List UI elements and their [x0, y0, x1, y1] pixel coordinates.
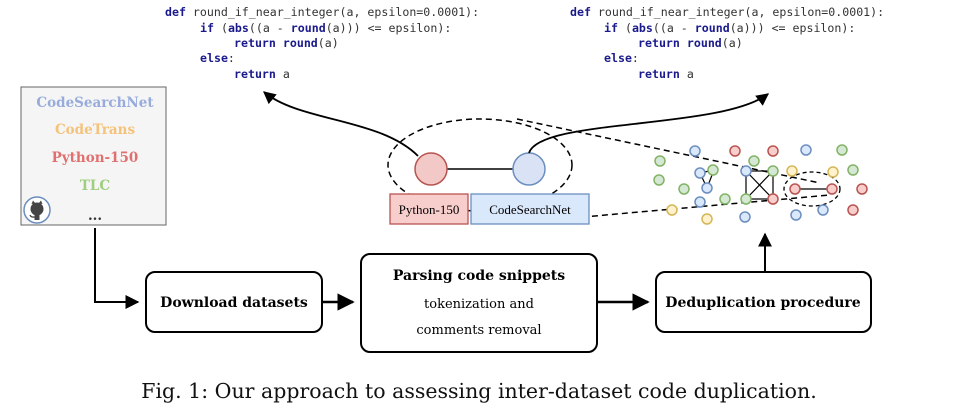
- step-dedup: Deduplication procedure: [655, 271, 872, 333]
- node-codesearchnet: [512, 152, 546, 186]
- code-left-line-5: return a: [234, 67, 290, 81]
- parsing-title: Parsing code snippets: [393, 268, 565, 284]
- code-right-line-1: def round_if_near_integer(a, epsilon=0.0…: [570, 5, 884, 19]
- step-parsing: Parsing code snippets tokenization and c…: [360, 253, 598, 353]
- graph-node: [678, 183, 690, 195]
- graph-node: [790, 209, 802, 221]
- graph-node: [800, 144, 812, 156]
- code-left-line-3: return round(a): [234, 36, 339, 50]
- tag-python-150: [389, 193, 469, 225]
- graph-node: [701, 182, 713, 194]
- graph-node: [729, 145, 741, 157]
- arrow-node-to-left-snippet: [263, 91, 419, 157]
- github-icon: [23, 196, 51, 224]
- dataset-more: ...: [88, 208, 102, 224]
- figure-caption: Fig. 1: Our approach to assessing inter-…: [141, 379, 816, 403]
- datasets-panel: CodeSearchNet CodeTrans Python-150 TLC .…: [20, 86, 167, 226]
- tag-codesearchnet: [470, 193, 590, 225]
- parsing-line-2: comments removal: [416, 323, 541, 338]
- graph-node: [701, 213, 713, 225]
- graph-node: [789, 183, 801, 195]
- similarity-graph: [653, 144, 868, 225]
- zoom-line-top: [516, 118, 821, 184]
- graph-node: [694, 167, 706, 179]
- graph-node: [767, 193, 779, 205]
- graph-node: [740, 193, 752, 205]
- graph-node: [856, 183, 868, 195]
- graph-edges: [699, 169, 832, 200]
- dataset-codetrans: CodeTrans: [55, 122, 136, 138]
- graph-node: [826, 183, 838, 195]
- graph-node: [666, 204, 678, 216]
- code-right-line-3: return round(a): [638, 36, 743, 50]
- code-snippet-left: def round_if_near_integer(a, epsilon=0.0…: [165, 5, 479, 81]
- tag-codesearchnet-label: CodeSearchNet: [489, 202, 571, 217]
- code-snippet-right: def round_if_near_integer(a, epsilon=0.0…: [570, 5, 884, 81]
- graph-node: [836, 144, 848, 156]
- dedup-box: [655, 271, 872, 333]
- graph-node: [739, 211, 751, 223]
- arrow-panel-to-download: [94, 228, 140, 309]
- graph-node: [786, 165, 798, 177]
- code-right-line-5: return a: [638, 67, 694, 81]
- code-left-line-1: def round_if_near_integer(a, epsilon=0.0…: [165, 5, 479, 19]
- duplicate-pair: Python-150 CodeSearchNet: [263, 91, 831, 225]
- graph-node: [694, 196, 706, 208]
- node-python-150: [414, 152, 448, 186]
- dataset-python-150: Python-150: [52, 150, 139, 166]
- dataset-codesearchnet: CodeSearchNet: [36, 95, 154, 111]
- graph-node: [767, 165, 779, 177]
- graph-node: [817, 204, 829, 216]
- graph-node: [653, 174, 665, 186]
- parsing-line-1: tokenization and: [424, 297, 534, 312]
- graph-node: [740, 165, 752, 177]
- graph-node: [719, 193, 731, 205]
- arrow-node-to-right-snippet: [528, 93, 770, 154]
- graph-node: [748, 155, 760, 167]
- code-right-line-2: if (abs((a - round(a))) <= epsilon):: [604, 21, 855, 35]
- graph-node: [847, 164, 859, 176]
- graph-node: [847, 204, 859, 216]
- code-right-line-4: else:: [604, 51, 639, 65]
- step-download: Download datasets: [145, 271, 323, 333]
- dedup-label: Deduplication procedure: [665, 295, 860, 311]
- graph-node: [827, 166, 839, 178]
- graph-node: [707, 164, 719, 176]
- graph-nodes: [653, 144, 868, 225]
- graph-node: [654, 155, 666, 167]
- code-left-line-4: else:: [200, 51, 235, 65]
- tag-python-150-label: Python-150: [399, 202, 460, 217]
- download-label: Download datasets: [160, 295, 308, 311]
- zoom-line-bottom: [571, 194, 831, 219]
- code-left-line-2: if (abs((a - round(a))) <= epsilon):: [200, 21, 451, 35]
- graph-node: [767, 145, 779, 157]
- highlight-ellipse: [783, 171, 841, 207]
- dataset-tlc: TLC: [80, 178, 111, 194]
- graph-node: [689, 145, 701, 157]
